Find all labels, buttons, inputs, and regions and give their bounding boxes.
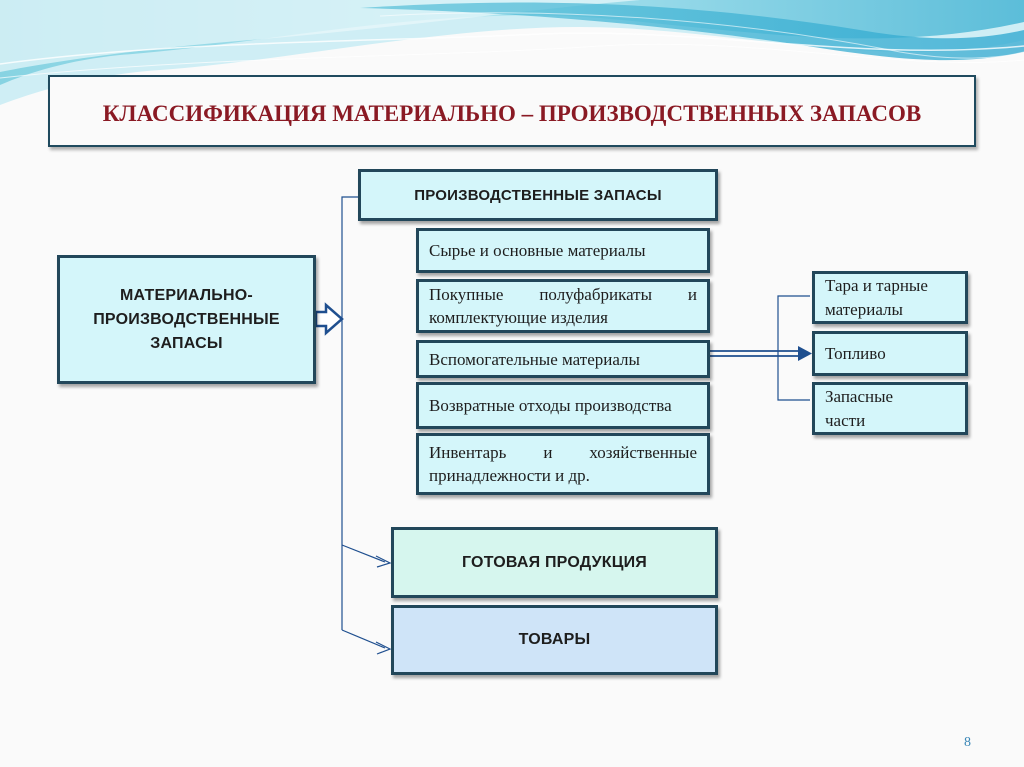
auxiliary-item: Запасные части — [812, 382, 968, 435]
production-item: Инвентарь и хозяйственные принадлежности… — [416, 433, 710, 495]
category-finished-label: ГОТОВАЯ ПРОДУКЦИЯ — [462, 553, 647, 571]
connector-lines — [341, 196, 810, 655]
slide-title: КЛАССИФИКАЦИЯ МАТЕРИАЛЬНО – ПРОИЗВОДСТВЕ… — [102, 101, 922, 126]
production-item-label: Вспомогательные материалы — [429, 349, 640, 369]
arrow-finished — [341, 544, 386, 563]
page-number: 8 — [964, 735, 971, 750]
root-box: МАТЕРИАЛЬНО-ПРОИЗВОДСТВЕННЫЕ ЗАПАСЫ — [57, 255, 316, 384]
production-item-label: Покупные полуфабрикаты и комплектующие и… — [429, 285, 697, 327]
root-label: МАТЕРИАЛЬНО-ПРОИЗВОДСТВЕННЫЕ ЗАПАСЫ — [93, 286, 280, 352]
production-item-label: Инвентарь и хозяйственные принадлежности… — [429, 443, 697, 485]
production-item: Покупные полуфабрикаты и комплектующие и… — [416, 279, 710, 333]
category-goods: ТОВАРЫ — [391, 605, 718, 675]
auxiliary-item-label: Запасные части — [825, 386, 894, 430]
production-item: Сырье и основные материалы — [416, 228, 710, 273]
trunk-line — [341, 196, 358, 630]
auxiliary-item-label: Топливо — [825, 343, 886, 363]
auxiliary-item-label: Тара и тарные материалы — [825, 275, 928, 319]
category-production-label: ПРОИЗВОДСТВЕННЫЕ ЗАПАСЫ — [414, 186, 662, 204]
production-item-label: Возвратные отходы производства — [429, 396, 672, 415]
slide-title-frame: КЛАССИФИКАЦИЯ МАТЕРИАЛЬНО – ПРОИЗВОДСТВЕ… — [48, 75, 976, 147]
category-production: ПРОИЗВОДСТВЕННЫЕ ЗАПАСЫ — [358, 169, 718, 221]
root-arrow — [314, 302, 344, 336]
production-item: Возвратные отходы производства — [416, 382, 710, 429]
category-finished: ГОТОВАЯ ПРОДУКЦИЯ — [391, 527, 718, 598]
auxiliary-item: Топливо — [812, 331, 968, 376]
arrow-goods — [341, 629, 386, 649]
right-bracket — [777, 295, 810, 401]
category-goods-label: ТОВАРЫ — [518, 631, 591, 648]
production-item-label: Сырье и основные материалы — [429, 241, 646, 260]
auxiliary-item: Тара и тарные материалы — [812, 271, 968, 324]
header-waves — [0, 0, 1024, 105]
production-item: Вспомогательные материалы — [416, 340, 710, 378]
aux-arrow — [708, 346, 812, 361]
